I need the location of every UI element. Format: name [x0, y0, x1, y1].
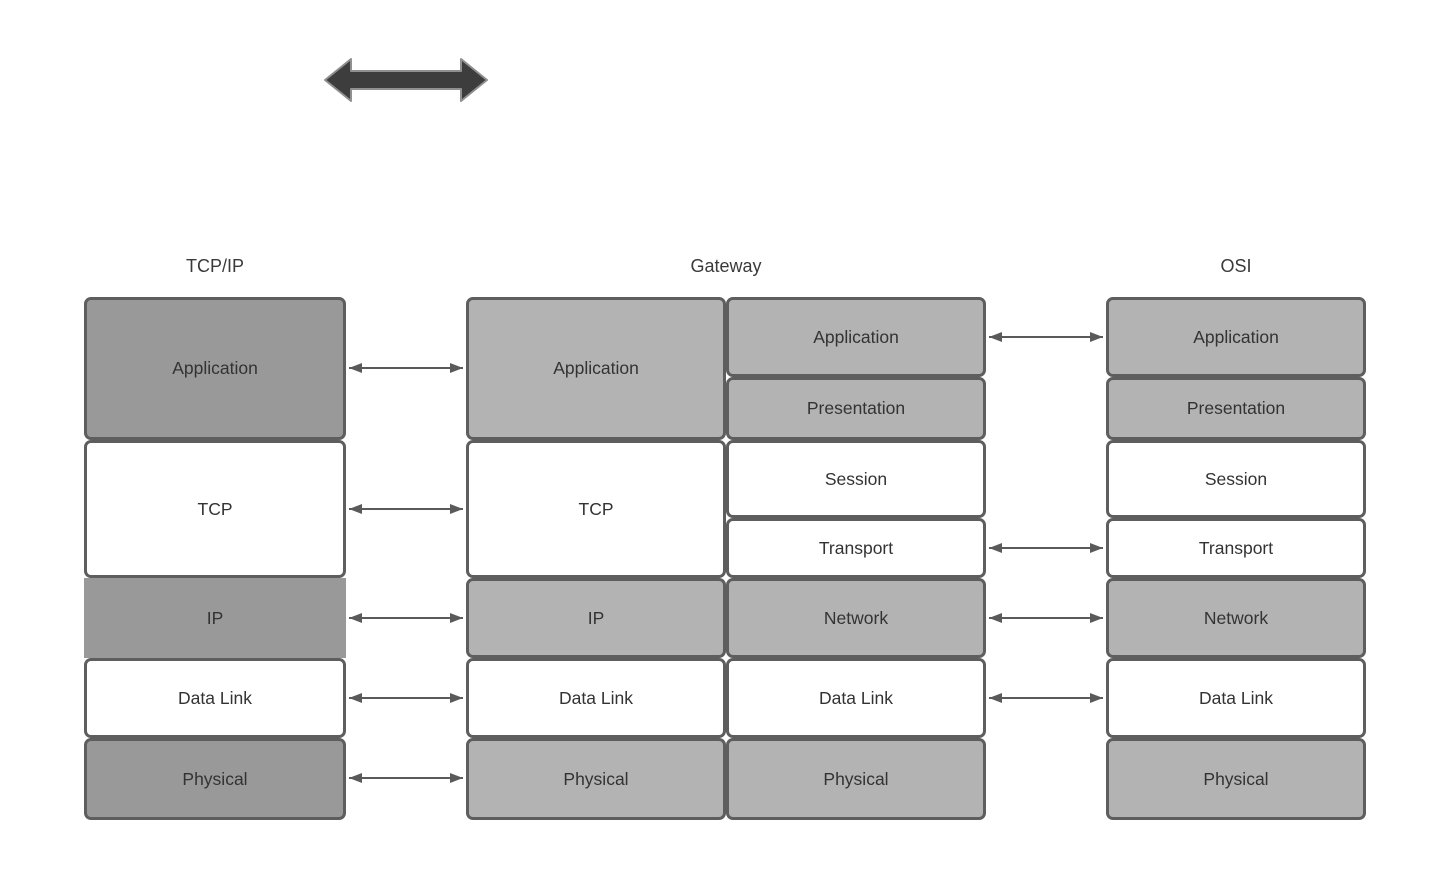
layer-gateway-right-application: Application	[726, 297, 986, 377]
layer-gateway-left-application: Application	[466, 297, 726, 440]
layer-gateway-right-session: Session	[726, 440, 986, 518]
layer-osi-network: Network	[1106, 578, 1366, 658]
layer-gateway-right-physical: Physical	[726, 738, 986, 820]
layer-tcpip-ip: IP	[84, 578, 346, 658]
layer-gateway-left-datalink: Data Link	[466, 658, 726, 738]
layer-osi-session: Session	[1106, 440, 1366, 518]
column-header-gateway: Gateway	[690, 256, 762, 276]
layer-osi-physical: Physical	[1106, 738, 1366, 820]
layer-tcpip-physical: Physical	[84, 738, 346, 820]
layer-gateway-left-physical: Physical	[466, 738, 726, 820]
layer-gateway-right-datalink: Data Link	[726, 658, 986, 738]
column-header-osi: OSI	[1220, 256, 1252, 276]
column-header-tcpip: TCP/IP	[185, 256, 244, 276]
layer-osi-application: Application	[1106, 297, 1366, 377]
layer-tcpip-datalink: Data Link	[84, 658, 346, 738]
layer-tcpip-tcp: TCP	[84, 440, 346, 578]
layer-gateway-right-network: Network	[726, 578, 986, 658]
layer-osi-datalink: Data Link	[1106, 658, 1366, 738]
layer-gateway-right-transport: Transport	[726, 518, 986, 578]
double-headed-arrow-icon	[324, 58, 488, 102]
layer-gateway-right-presentation: Presentation	[726, 377, 986, 440]
layer-osi-presentation: Presentation	[1106, 377, 1366, 440]
layer-gateway-left-tcp: TCP	[466, 440, 726, 578]
layer-gateway-left-ip: IP	[466, 578, 726, 658]
layer-tcpip-application: Application	[84, 297, 346, 440]
layer-osi-transport: Transport	[1106, 518, 1366, 578]
